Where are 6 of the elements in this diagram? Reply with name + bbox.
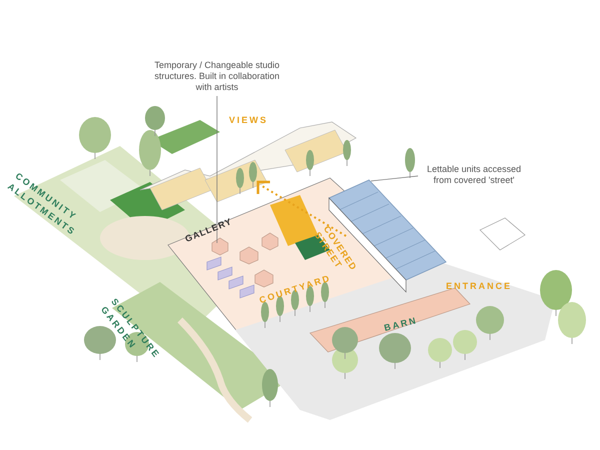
area-label: BARN [382,314,420,335]
leader-line [370,176,418,182]
leader-line [216,96,218,244]
area-label: VIEWS [229,114,268,127]
area-label: ENTRANCE [446,280,512,293]
callout-text: Temporary / Changeable studio structures. Built in collaboration with artists [152,60,282,93]
